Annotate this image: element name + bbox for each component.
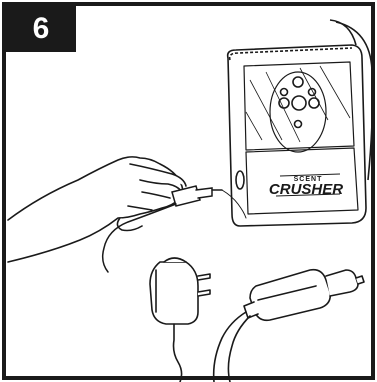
car-charger-icon (214, 270, 364, 382)
brand-crusher-text: CRUSHER (269, 181, 343, 198)
step-number-badge: 6 (6, 6, 76, 52)
hand-icon (8, 157, 186, 262)
wall-adapter-icon (150, 258, 210, 382)
